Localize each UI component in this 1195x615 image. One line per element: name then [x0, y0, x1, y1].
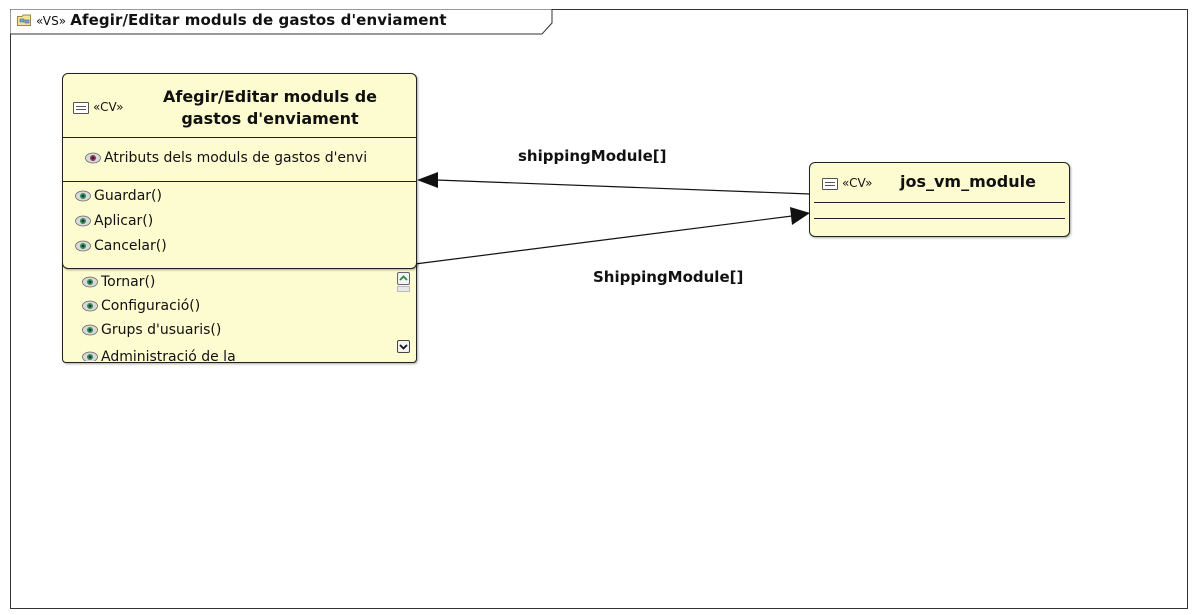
class-stereotype: «CV»	[93, 100, 124, 114]
header-separator	[814, 202, 1065, 203]
class-box-jos-vm-module[interactable]: «CV» jos_vm_module	[809, 162, 1070, 237]
operation-label: Tornar()	[101, 274, 156, 290]
operation-item[interactable]: Cancelar()	[75, 238, 167, 254]
operation-label: Administració de la ___	[101, 349, 262, 361]
class-name-line2: gastos d'enviament	[181, 109, 359, 128]
operation-label: Guardar()	[94, 188, 162, 204]
class-header: «CV» Afegir/Editar moduls de gastos d'en…	[73, 83, 409, 131]
operation-item[interactable]: Guardar()	[75, 188, 162, 204]
chevron-up-icon	[399, 275, 408, 281]
operation-item[interactable]: Configuració()	[82, 298, 200, 314]
eye-operation-icon	[75, 240, 91, 252]
class-name: jos_vm_module	[900, 172, 1036, 191]
class-icon	[73, 102, 89, 114]
chevron-down-icon	[399, 344, 408, 350]
association-label-top: shippingModule[]	[518, 147, 667, 165]
operation-item[interactable]: Aplicar()	[75, 213, 153, 229]
operation-item-clipped[interactable]: Administració de la ___	[82, 349, 392, 361]
association-line-shippingmodule-2[interactable]	[414, 215, 793, 265]
class-name: Afegir/Editar moduls de gastos d'enviame…	[145, 86, 395, 130]
association-label-bottom: ShippingModule[]	[593, 268, 744, 286]
attribute-item[interactable]: Atributs dels moduls de gastos d'envi	[85, 150, 417, 166]
attribute-separator	[63, 181, 416, 182]
frame-title-text: Afegir/Editar moduls de gastos d'enviame…	[70, 11, 447, 29]
scrollbar-track[interactable]	[397, 286, 410, 292]
operation-label: Cancelar()	[94, 238, 167, 254]
eye-operation-icon	[82, 351, 98, 361]
association-arrowhead-right	[790, 207, 810, 225]
eye-operation-icon	[75, 215, 91, 227]
operation-item[interactable]: Grups d'usuaris()	[82, 322, 221, 338]
eye-attribute-icon	[85, 152, 101, 164]
eye-operation-icon	[82, 324, 98, 336]
eye-operation-icon	[82, 276, 98, 288]
class-name-line1: Afegir/Editar moduls de	[162, 87, 378, 106]
class-box-afegir-editar[interactable]: «CV» Afegir/Editar moduls de gastos d'en…	[62, 73, 417, 269]
attribute-separator	[814, 218, 1065, 219]
operation-item[interactable]: Tornar()	[82, 274, 155, 290]
eye-operation-icon	[82, 300, 98, 312]
scroll-down-button[interactable]	[397, 340, 410, 353]
class-stereotype: «CV»	[842, 176, 873, 190]
header-separator	[63, 137, 416, 138]
association-line-shippingmodule[interactable]	[435, 179, 811, 195]
operation-label: Grups d'usuaris()	[101, 322, 222, 338]
frame-title: «VS»Afegir/Editar moduls de gastos d'env…	[36, 11, 447, 29]
scroll-up-button[interactable]	[397, 272, 410, 285]
frame-tab-shape	[10, 9, 553, 35]
operation-label: Configuració()	[101, 298, 201, 314]
class-icon	[822, 178, 838, 190]
frame-stereotype: «VS»	[36, 14, 67, 28]
operation-label: Aplicar()	[94, 213, 154, 229]
eye-operation-icon	[75, 190, 91, 202]
folder-diagram-icon	[17, 14, 31, 26]
association-arrowhead-left	[417, 172, 438, 188]
attribute-label: Atributs dels moduls de gastos d'envi	[104, 150, 368, 166]
